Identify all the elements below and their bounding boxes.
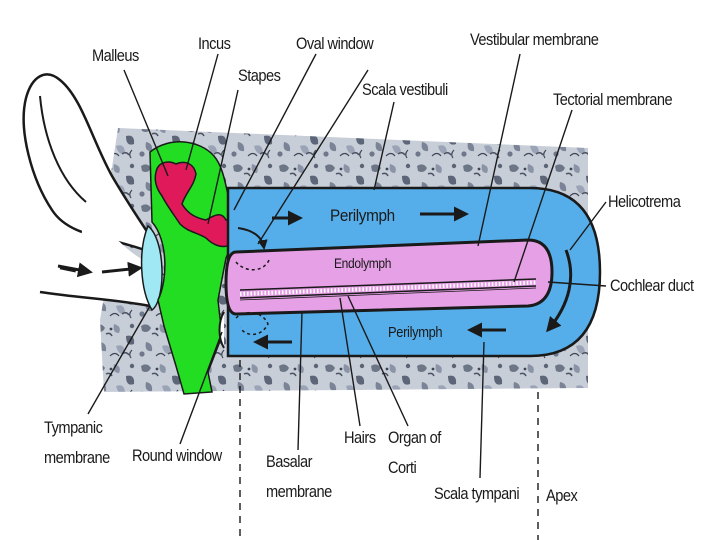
basalar-membrane-label-line1: Basalar <box>266 452 312 471</box>
scala-tympani-label: Scala tympani <box>434 484 520 503</box>
perilymph-bottom-label: Perilymph <box>388 324 443 341</box>
sound-arrow-2 <box>101 261 143 277</box>
vestibular-membrane-label: Vestibular membrane <box>470 30 599 49</box>
oval-window-label: Oval window <box>296 34 374 53</box>
organ-of-corti <box>239 280 537 296</box>
helicotrema-label: Helicotrema <box>608 192 681 211</box>
incus-label: Incus <box>198 34 231 53</box>
ossicles <box>154 161 233 248</box>
cochlear-duct-label: Cochlear duct <box>610 276 694 295</box>
tympanic-membrane-label-line2: membrane <box>44 448 110 467</box>
scala-vestibuli-label: Scala vestibuli <box>362 80 448 99</box>
basalar-membrane-label-line2: membrane <box>266 482 332 501</box>
cochlear-duct <box>224 238 554 316</box>
round-window-label: Round window <box>132 446 222 465</box>
perilymph-top-label: Perilymph <box>330 206 395 225</box>
organ-of-corti-label-line2: Corti <box>388 458 417 477</box>
apex-label: Apex <box>546 486 578 505</box>
helicotrema-arrow <box>546 249 573 333</box>
stapes-label: Stapes <box>238 66 281 85</box>
organ-of-corti-label-line1: Organ of <box>388 428 441 447</box>
tectorial-membrane-label: Tectorial membrane <box>553 90 673 109</box>
endolymph-label: Endolymph <box>334 255 392 271</box>
malleus-label: Malleus <box>92 46 139 65</box>
leader-lines <box>87 53 607 540</box>
round-window <box>218 311 225 349</box>
sound-arrow-1 <box>57 262 93 278</box>
tympanic-membrane <box>140 224 163 312</box>
pinna <box>22 73 152 254</box>
hairs-label: Hairs <box>344 428 376 447</box>
tympanic-membrane-label-line1: Tympanic <box>44 418 103 437</box>
